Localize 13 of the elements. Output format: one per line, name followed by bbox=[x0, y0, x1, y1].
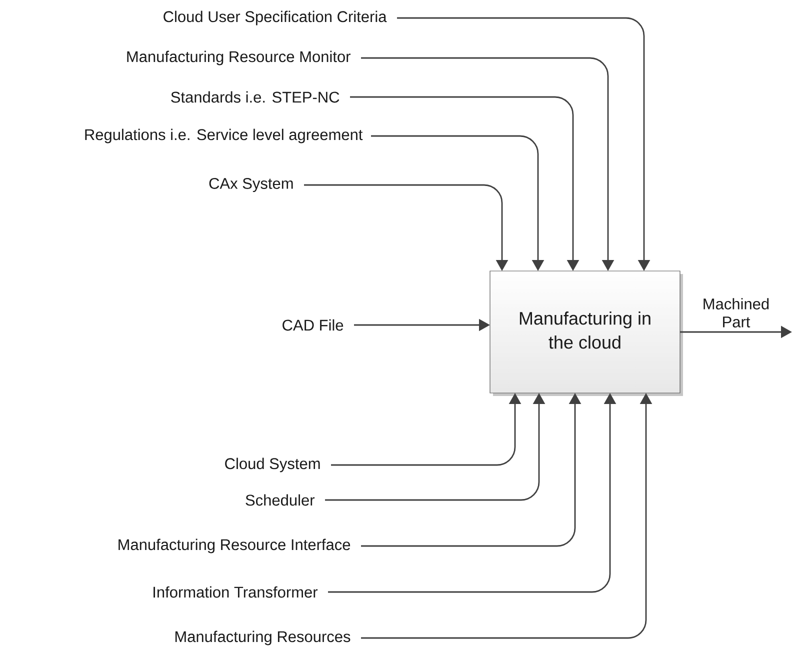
input-label: Cloud System bbox=[225, 458, 320, 472]
input-label: Scheduler bbox=[246, 494, 315, 506]
input-label: CAx System bbox=[209, 178, 293, 192]
input-label: Regulations i.e. Service level agreement bbox=[85, 128, 363, 144]
input-label: Manufacturing Resources bbox=[175, 630, 350, 646]
input-label: Manufacturing Resource Interface bbox=[118, 538, 350, 554]
process-box: Manufacturing in the cloud bbox=[490, 270, 683, 396]
input-label: Manufacturing Resource Monitor bbox=[127, 50, 350, 66]
edge-label: Machined Part bbox=[704, 298, 769, 328]
input-label: CAD File bbox=[282, 319, 344, 331]
input-label: Standards i.e. STEP-NC bbox=[171, 91, 340, 103]
input-label: Information Transformer bbox=[154, 586, 318, 598]
input-label: Cloud User Specification Criteria bbox=[164, 10, 387, 26]
